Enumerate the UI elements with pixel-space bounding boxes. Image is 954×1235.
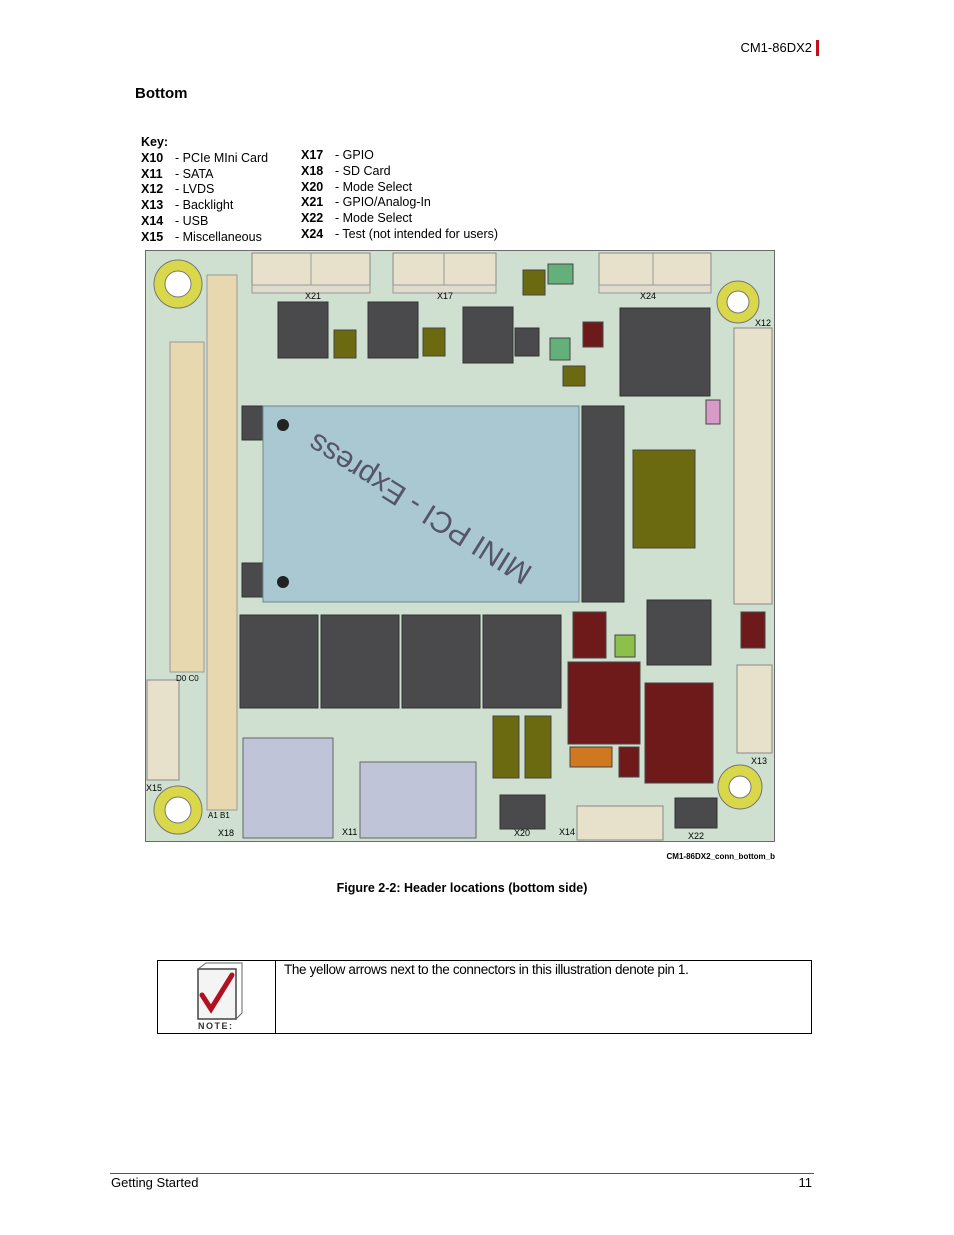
key-item: X20- Mode Select: [301, 179, 413, 194]
memory-chip: [401, 614, 481, 709]
page-number: 11: [798, 1175, 813, 1190]
header-accent-bar: [816, 40, 819, 56]
jumper-x22: [674, 797, 718, 829]
connector-x24: [598, 252, 712, 286]
label-d0c0: D0 C0: [176, 674, 199, 683]
key-item: X17- GPIO: [301, 148, 374, 162]
board-illustration: MINI PCI - Express X21 X17 X24 X12 X13 X…: [145, 250, 775, 842]
label-x22: X22: [688, 831, 704, 841]
section-title: Bottom: [135, 85, 188, 102]
footer-chapter: Getting Started: [111, 1175, 199, 1190]
label-x21: X21: [305, 291, 321, 301]
mini-pci-express-module: [262, 405, 580, 603]
header-model: CM1-86DX2: [740, 40, 812, 55]
key-item: X10- PCIe MIni Card: [141, 150, 269, 165]
note-text: The yellow arrows next to the connectors…: [284, 962, 689, 977]
label-x15: X15: [146, 783, 162, 793]
key-left-column: Key: X10- PCIe MIni Card X11- SATA X12- …: [141, 135, 268, 246]
note-checkmark-icon: NOTE:: [197, 962, 243, 1031]
label-x17: X17: [437, 291, 453, 301]
mounting-hole-icon: [153, 785, 203, 835]
pin-header-left: [169, 341, 205, 673]
connector-x14: [576, 805, 664, 841]
key-item: X21- GPIO/Analog-In: [301, 195, 431, 210]
ic-chip: [367, 301, 419, 359]
key-item: X18- SD Card: [301, 163, 391, 178]
key-item: X13- Backlight: [141, 198, 234, 213]
figure-caption: Figure 2-2: Header locations (bottom sid…: [336, 881, 588, 895]
memory-chip: [482, 614, 562, 709]
connector-x12: [733, 327, 773, 605]
label-x14: X14: [559, 827, 575, 837]
key-item: X24- Test (not intended for users): [301, 226, 499, 241]
key-title: Key:: [141, 135, 169, 149]
label-x13: X13: [751, 756, 767, 766]
label-x24: X24: [640, 291, 656, 301]
key-item: X12- LVDS: [141, 182, 215, 197]
mounting-hole-icon: [153, 259, 203, 309]
key-item: X22- Mode Select: [301, 211, 413, 226]
label-x12: X12: [755, 318, 771, 328]
label-x20: X20: [514, 828, 530, 838]
note-box: NOTE: The yellow arrows next to the conn…: [157, 960, 812, 1034]
memory-chip: [320, 614, 400, 709]
key-right-column: X17- GPIO X18- SD Card X20- Mode Select …: [301, 148, 498, 243]
mini-pci-slot: [581, 405, 625, 603]
figure-id: CM1-86DX2_conn_bottom_b: [666, 852, 775, 861]
ic-chip-large: [619, 307, 711, 397]
key-item: X11- SATA: [141, 166, 214, 181]
label-x18: X18: [218, 828, 234, 838]
key-item: X15- Miscellaneous: [141, 229, 262, 244]
key-item: X14- USB: [141, 213, 209, 228]
memory-chip: [239, 614, 319, 709]
mounting-hole-icon: [717, 764, 763, 810]
ic-chip: [462, 306, 514, 364]
svg-text:NOTE:: NOTE:: [198, 1021, 234, 1031]
mounting-hole-icon: [716, 280, 760, 324]
note-icon-cell: NOTE:: [158, 961, 276, 1033]
ic-chip: [277, 301, 329, 359]
connector-x13: [736, 664, 773, 754]
sd-card-connector-x18: [242, 737, 334, 839]
pin-header-x15: [206, 274, 238, 811]
label-x11: X11: [342, 827, 357, 837]
jumper-x20: [499, 794, 546, 830]
connector-x15: [146, 679, 180, 781]
label-a1b1: A1 B1: [208, 811, 230, 820]
sata-connector-x11: [359, 761, 477, 839]
footer-rule: [110, 1173, 814, 1174]
